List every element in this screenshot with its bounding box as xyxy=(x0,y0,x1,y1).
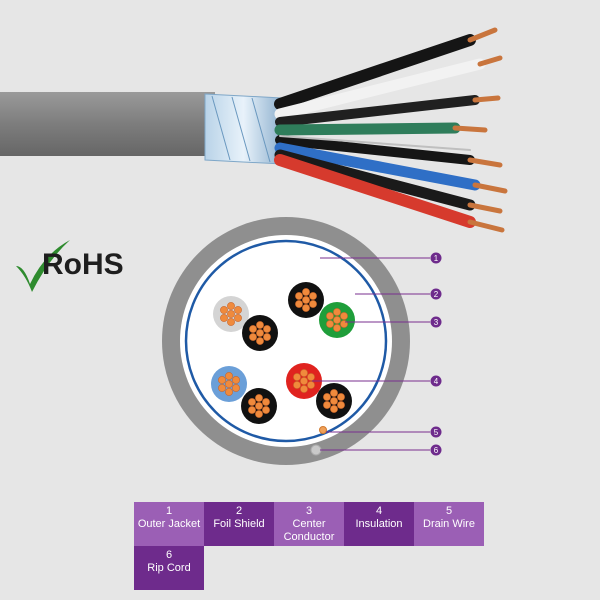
callout-marker-6: 6 xyxy=(431,445,442,456)
conductor-black-3 xyxy=(241,388,277,424)
legend-cell-4: 4 Insulation xyxy=(344,502,414,546)
legend-label: Insulation xyxy=(344,518,414,531)
callout-marker-2: 2 xyxy=(431,289,442,300)
conductor-black-2 xyxy=(288,282,324,318)
legend-label: Center Conductor xyxy=(274,518,344,544)
callout-marker-4: 4 xyxy=(431,376,442,387)
callout-num-2: 2 xyxy=(434,290,439,299)
legend-cell-2: 2 Foil Shield xyxy=(204,502,274,546)
cable-cross-section xyxy=(162,217,410,465)
callout-num-4: 4 xyxy=(434,377,439,386)
conductor-black-4 xyxy=(316,383,352,419)
inner-white-area xyxy=(180,235,392,447)
callout-num-3: 3 xyxy=(434,318,439,327)
callout-num-1: 1 xyxy=(434,254,439,263)
legend-num: 6 xyxy=(134,549,204,562)
cable-photo xyxy=(0,30,505,230)
legend-label: Outer Jacket xyxy=(134,518,204,531)
legend-num: 4 xyxy=(344,505,414,518)
callout-markers: 1 2 3 4 5 6 xyxy=(431,253,442,456)
legend-label: Foil Shield xyxy=(204,518,274,531)
cable-jacket xyxy=(0,92,215,156)
cable-foil-band xyxy=(205,94,282,164)
rip-cord xyxy=(311,445,321,455)
legend-cell-3: 3 Center Conductor xyxy=(274,502,344,546)
legend-num: 1 xyxy=(134,505,204,518)
callout-num-5: 5 xyxy=(434,428,439,437)
legend-cell-5: 5 Drain Wire xyxy=(414,502,484,546)
cable-wires xyxy=(280,30,505,230)
legend-cell-1: 1 Outer Jacket xyxy=(134,502,204,546)
legend-label: Drain Wire xyxy=(414,518,484,531)
legend-num: 3 xyxy=(274,505,344,518)
legend-num: 5 xyxy=(414,505,484,518)
legend-num: 2 xyxy=(204,505,274,518)
legend-label: Rip Cord xyxy=(134,562,204,575)
conductor-green xyxy=(319,302,355,338)
legend-cell-6: 6 Rip Cord xyxy=(134,546,204,590)
rohs-label: RoHS xyxy=(42,248,124,282)
callout-marker-3: 3 xyxy=(431,317,442,328)
conductor-blue xyxy=(211,366,247,402)
callout-num-6: 6 xyxy=(434,446,439,455)
rohs-badge: RoHS xyxy=(14,236,134,292)
conductor-black-1 xyxy=(242,315,278,351)
drain-wire xyxy=(320,427,327,434)
callout-marker-5: 5 xyxy=(431,427,442,438)
callout-marker-1: 1 xyxy=(431,253,442,264)
